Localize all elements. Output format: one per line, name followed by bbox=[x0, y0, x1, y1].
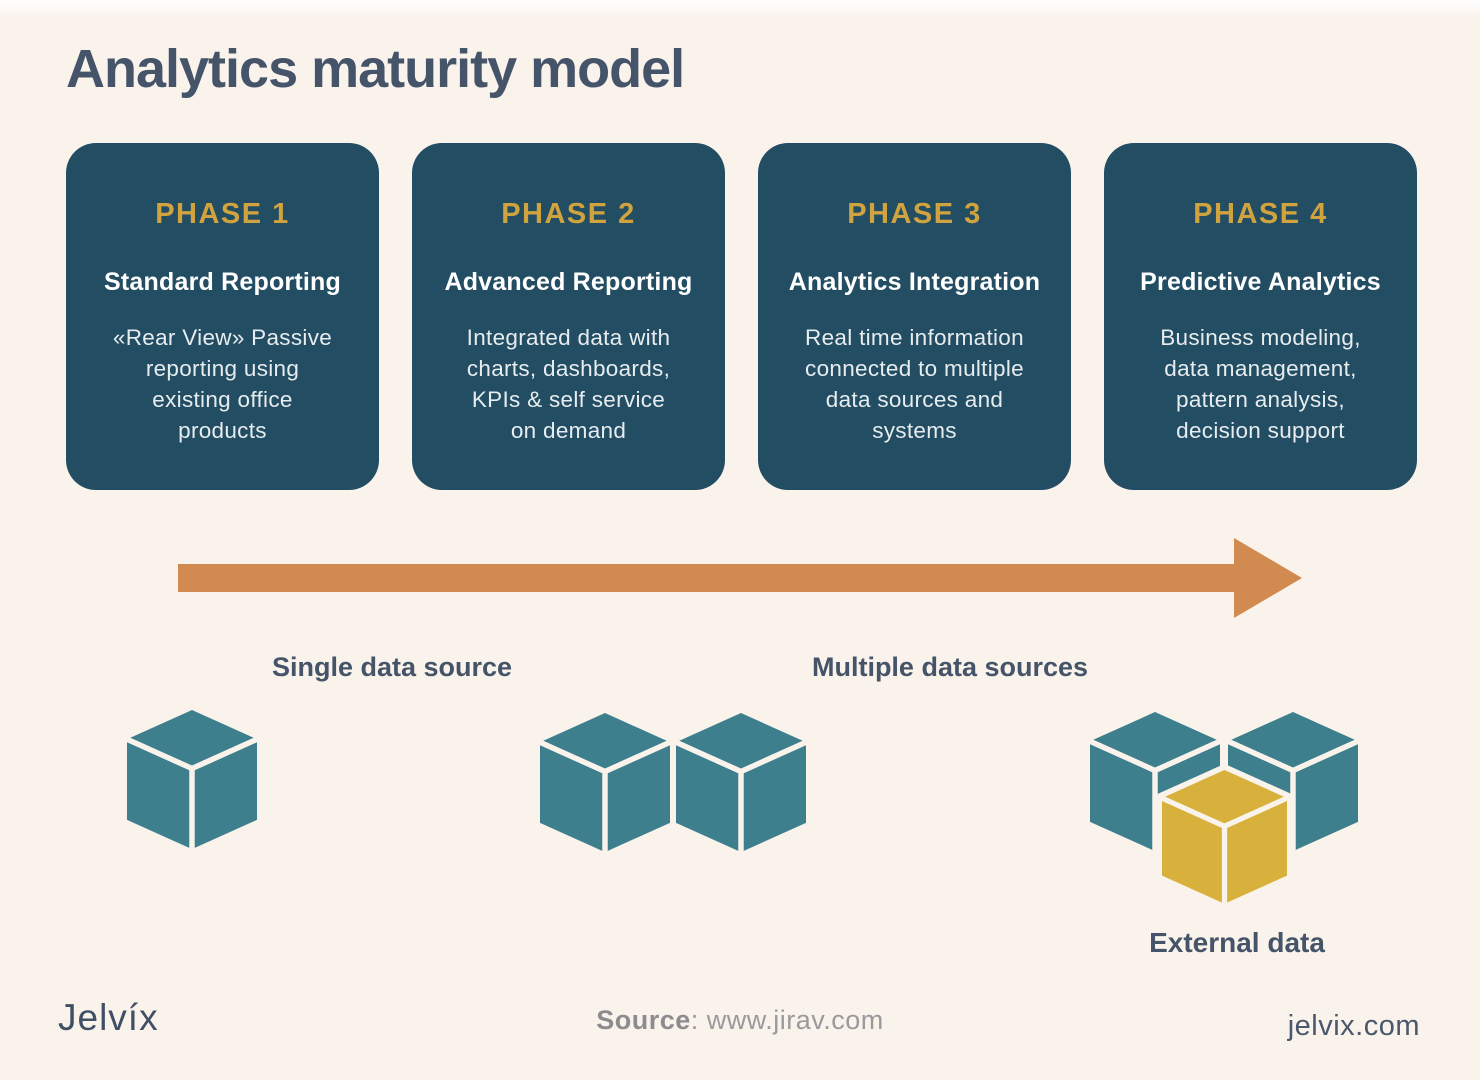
source-separator: : bbox=[690, 1005, 707, 1035]
phase-card-1: PHASE 1 Standard Reporting «Rear View» P… bbox=[66, 143, 379, 490]
external-data-cube-icon bbox=[1156, 763, 1293, 910]
phase-3-description: Real time information connected to multi… bbox=[805, 325, 1024, 443]
phase-3-title: Analytics Integration bbox=[788, 268, 1041, 296]
multiple-data-sources-label: Multiple data sources bbox=[811, 652, 1089, 682]
phase-card-4: PHASE 4 Predictive Analytics Business mo… bbox=[1104, 143, 1417, 490]
phase-card-2: PHASE 2 Advanced Reporting Integrated da… bbox=[412, 143, 725, 490]
source-label: Source bbox=[596, 1005, 691, 1035]
phase-4-label: PHASE 4 bbox=[1193, 198, 1328, 230]
source-attribution: Source: www.jirav.com bbox=[0, 1005, 1480, 1036]
phase-4-description: Business modeling, data management, patt… bbox=[1160, 325, 1361, 443]
source-url-link[interactable]: www.jirav.com bbox=[706, 1005, 884, 1035]
double-cube-icon bbox=[538, 713, 808, 853]
phase-2-description: Integrated data with charts, dashboards,… bbox=[466, 325, 671, 443]
phase-card-3: PHASE 3 Analytics Integration Real time … bbox=[758, 143, 1071, 490]
single-data-source-label: Single data source bbox=[271, 652, 513, 682]
external-data-label: External data bbox=[1149, 927, 1325, 958]
phase-2-label: PHASE 2 bbox=[501, 198, 636, 230]
maturity-arrow-icon bbox=[178, 538, 1302, 618]
phase-1-description: «Rear View» Passive reporting using exis… bbox=[112, 325, 333, 443]
jelvix-website-link[interactable]: jelvix.com bbox=[1287, 1010, 1420, 1042]
jelvix-logo: Jelvíx bbox=[58, 997, 159, 1038]
triple-cube-cluster-icon bbox=[1088, 712, 1360, 910]
phase-cards-row: PHASE 1 Standard Reporting «Rear View» P… bbox=[66, 143, 1417, 490]
phase-2-title: Advanced Reporting bbox=[444, 268, 693, 296]
page-title: Analytics maturity model bbox=[66, 39, 685, 99]
top-fade-decoration bbox=[0, 0, 1480, 18]
website-link-container: jelvix.com bbox=[1288, 1010, 1420, 1043]
phase-4-title: Predictive Analytics bbox=[1140, 268, 1381, 296]
phase-1-label: PHASE 1 bbox=[155, 198, 290, 230]
single-cube-icon bbox=[125, 710, 259, 850]
phase-3-label: PHASE 3 bbox=[847, 198, 982, 230]
phase-1-title: Standard Reporting bbox=[104, 268, 341, 296]
